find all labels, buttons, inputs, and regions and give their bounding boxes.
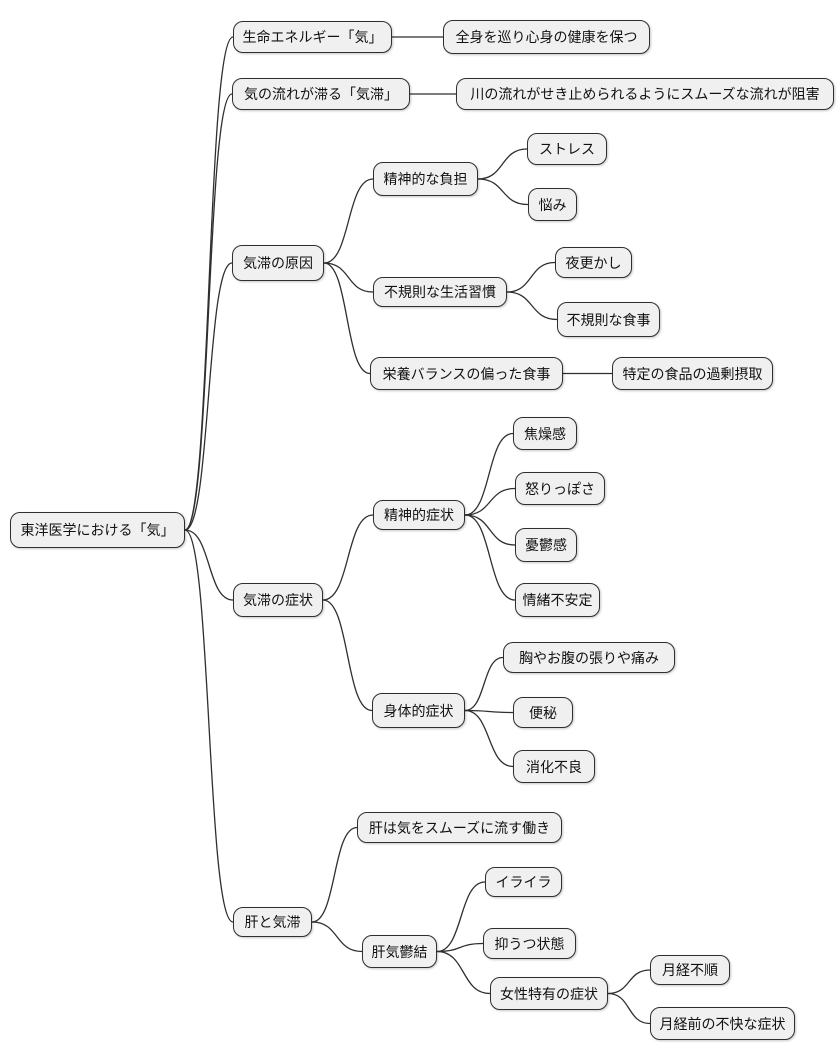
edge-mental-burden-to-stress (477, 148, 528, 180)
mindmap-node-premenstrual-discomfort: 月経前の不快な症状 (650, 1007, 795, 1040)
mindmap-node-quick-temper: 怒りっぽさ (515, 472, 605, 505)
mindmap-node-symptoms: 気滞の症状 (233, 583, 323, 617)
edge-root-to-kitai (184, 93, 233, 531)
edge-causes-to-unbalanced-diet (323, 262, 371, 375)
edge-mental-burden-to-worries (477, 178, 529, 206)
mindmap-node-irregular-meals: 不規則な食事 (557, 302, 660, 337)
mindmap-node-staying-up-late: 夜更かし (555, 247, 632, 278)
edge-symptoms-to-mental-symptoms (322, 514, 374, 601)
edge-liver-to-kanki-ukketsu (311, 921, 363, 953)
edge-kanki-ukketsu-to-female-symptoms (436, 950, 491, 995)
mindmap-node-indigestion: 消化不良 (513, 750, 595, 783)
edge-root-to-causes (184, 262, 233, 531)
edge-mental-symptoms-to-irritation (464, 432, 514, 516)
mindmap-node-liver: 肝と気滞 (233, 907, 312, 937)
edge-causes-to-mental-burden (323, 178, 374, 264)
edge-physical-symptoms-to-constipation (464, 709, 514, 714)
edge-causes-to-irregular-lifestyle (323, 262, 374, 293)
mindmap-node-irregular-lifestyle: 不規則な生活習慣 (373, 277, 507, 307)
mindmap-node-mental-symptoms: 精神的症状 (373, 500, 465, 530)
edge-irregular-lifestyle-to-staying-up-late (506, 261, 556, 293)
edge-root-to-liver (184, 529, 234, 923)
edge-female-symptoms-to-menstrual-irregularity (607, 969, 651, 995)
mindmap-node-emotional-instability: 情緒不安定 (515, 583, 600, 617)
mindmap-node-melancholy: 憂鬱感 (515, 528, 577, 562)
mindmap-node-kitai-desc: 川の流れがせき止められるようにスムーズな流れが阻害 (456, 78, 834, 110)
mindmap-node-unbalanced-diet: 栄養バランスの偏った食事 (370, 357, 563, 390)
mindmap-node-physical-symptoms: 身体的症状 (372, 693, 465, 728)
mindmap-node-iraira: イライラ (485, 867, 562, 897)
mindmap-node-stress: ストレス (527, 133, 607, 165)
mindmap-node-chest-bloating: 胸やお腹の張りや痛み (503, 642, 675, 673)
mindmap-node-life-energy: 生命エネルギー「気」 (233, 21, 392, 53)
mindmap-node-life-energy-desc: 全身を巡り心身の健康を保つ (443, 20, 650, 54)
edge-mental-symptoms-to-melancholy (464, 514, 516, 546)
mindmap-node-constipation: 便秘 (513, 697, 573, 728)
mindmap-node-causes: 気滞の原因 (232, 245, 324, 281)
edge-physical-symptoms-to-indigestion (464, 709, 514, 768)
edge-mental-symptoms-to-emotional-instability (464, 514, 516, 601)
edge-kanki-ukketsu-to-depressive-state (436, 942, 484, 953)
edge-liver-to-liver-function (311, 826, 358, 923)
mindmap-node-mental-burden: 精神的な負担 (373, 162, 478, 196)
mindmap-node-kanki-ukketsu: 肝気鬱結 (362, 935, 437, 968)
mindmap-node-kitai: 気の流れが滞る「気滞」 (232, 78, 410, 110)
edge-root-to-symptoms (184, 529, 234, 601)
edge-root-to-life-energy (184, 36, 234, 531)
edge-symptoms-to-physical-symptoms (322, 599, 373, 712)
edge-irregular-lifestyle-to-irregular-meals (506, 291, 558, 321)
edge-mental-symptoms-to-quick-temper (464, 487, 516, 516)
mindmap-node-worries: 悩み (528, 188, 577, 221)
mindmap-node-menstrual-irregularity: 月経不順 (650, 955, 730, 985)
edge-female-symptoms-to-premenstrual-discomfort (607, 992, 651, 1025)
mindmap-node-root: 東洋医学における「気」 (10, 512, 185, 548)
edge-physical-symptoms-to-chest-bloating (464, 656, 504, 712)
mindmap-node-depressive-state: 抑うつ状態 (483, 928, 576, 959)
mindmap-node-liver-function: 肝は気をスムーズに流す働き (357, 812, 562, 843)
mindmap-node-female-symptoms: 女性特有の症状 (490, 977, 608, 1010)
edge-kanki-ukketsu-to-iraira (436, 881, 486, 953)
mindmap-node-irritation: 焦燥感 (513, 417, 577, 450)
mindmap-node-excessive-intake: 特定の食品の過剰摂取 (612, 357, 773, 390)
